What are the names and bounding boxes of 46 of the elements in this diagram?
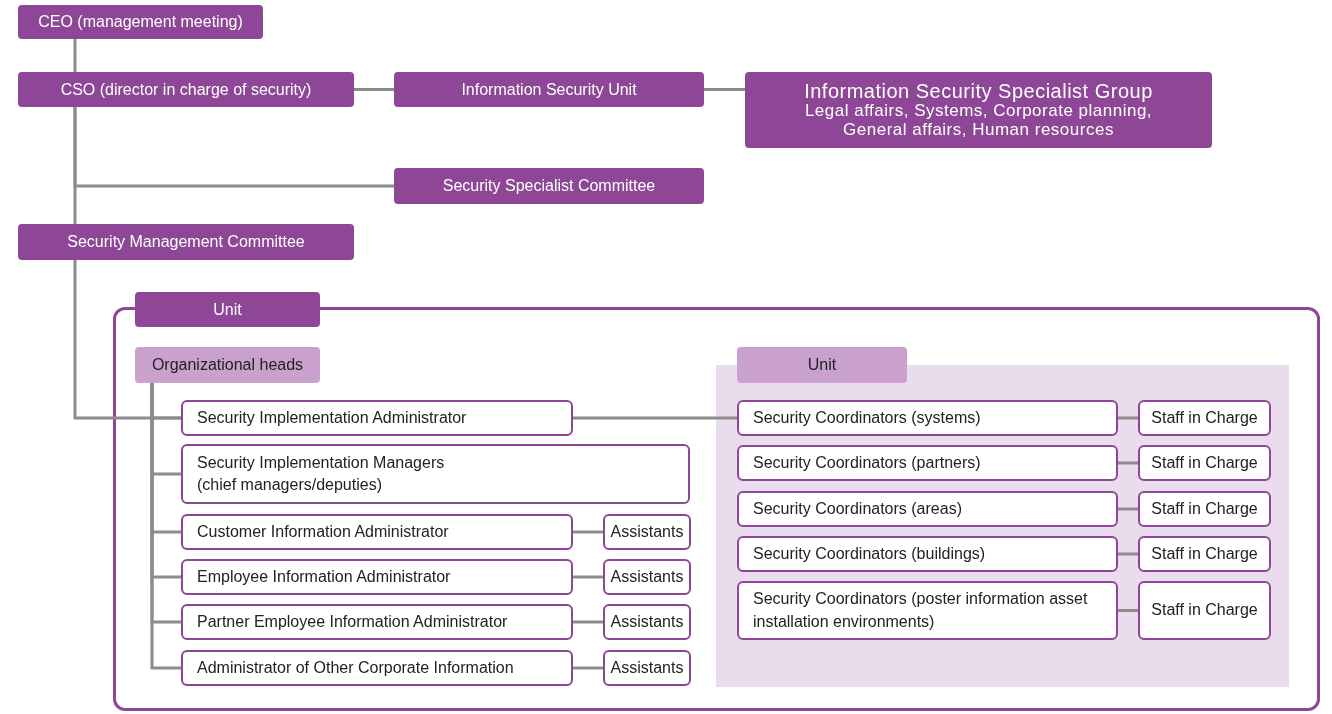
- connector-line: [704, 88, 745, 91]
- role-box: Staff in Charge: [1138, 491, 1271, 527]
- role-box: Security Implementation Administrator: [181, 400, 573, 436]
- connector-line: [73, 39, 77, 72]
- connector-line: [573, 530, 603, 534]
- role-box: Security Coordinators (buildings): [737, 536, 1118, 572]
- role-box: Assistants: [603, 559, 691, 595]
- role-box: Assistants: [603, 514, 691, 550]
- role-box: Partner Employee Information Administrator: [181, 604, 573, 640]
- role-box: Staff in Charge: [1138, 445, 1271, 481]
- role-box: Security Specialist Committee: [394, 168, 704, 204]
- role-box: Customer Information Administrator: [181, 514, 573, 550]
- role-box: Security Coordinators (areas): [737, 491, 1118, 527]
- role-box: [181, 444, 690, 504]
- unit-tab: Unit: [135, 292, 320, 327]
- connector-line: [573, 666, 603, 670]
- heading-box: Organizational heads: [135, 347, 320, 383]
- role-box: Staff in Charge: [1138, 400, 1271, 436]
- role-box: Security Coordinators (poster information asset installation environments): [737, 581, 1118, 640]
- role-box: CEO (management meeting): [18, 5, 263, 39]
- connector-line: [1118, 461, 1138, 465]
- connector-line: [573, 620, 603, 624]
- group-title: Information Security Specialist Group: [804, 80, 1153, 103]
- connector-line: [1118, 609, 1138, 612]
- role-box: Security Coordinators (systems): [737, 400, 1118, 436]
- member-list: Legal affairs, Systems, Corporate planning, General affairs, Human resources: [778, 102, 1179, 140]
- role-box: Administrator of Other Corporate Information: [181, 650, 573, 686]
- role-box: CSO (director in charge of security): [18, 72, 354, 107]
- role-label: Security Implementation Managers (chief managers/deputies): [197, 452, 446, 495]
- role-box: Information Security Unit: [394, 72, 704, 107]
- connector-line: [1118, 507, 1138, 511]
- role-box: Assistants: [603, 650, 691, 686]
- role-box: Security Management Committee: [18, 224, 354, 260]
- connector-line: [354, 88, 394, 91]
- role-box: Assistants: [603, 604, 691, 640]
- connector-line: [1118, 416, 1138, 420]
- role-box: Staff in Charge: [1138, 581, 1271, 640]
- role-box: Employee Information Administrator: [181, 559, 573, 595]
- role-box: Security Coordinators (partners): [737, 445, 1118, 481]
- heading-box: Unit: [737, 347, 907, 383]
- connector-line: [573, 575, 603, 579]
- role-box: Staff in Charge: [1138, 536, 1271, 572]
- connector-line: [1118, 552, 1138, 556]
- connector-line: [73, 107, 77, 224]
- connector-line: [573, 416, 737, 420]
- group-box: [745, 72, 1212, 148]
